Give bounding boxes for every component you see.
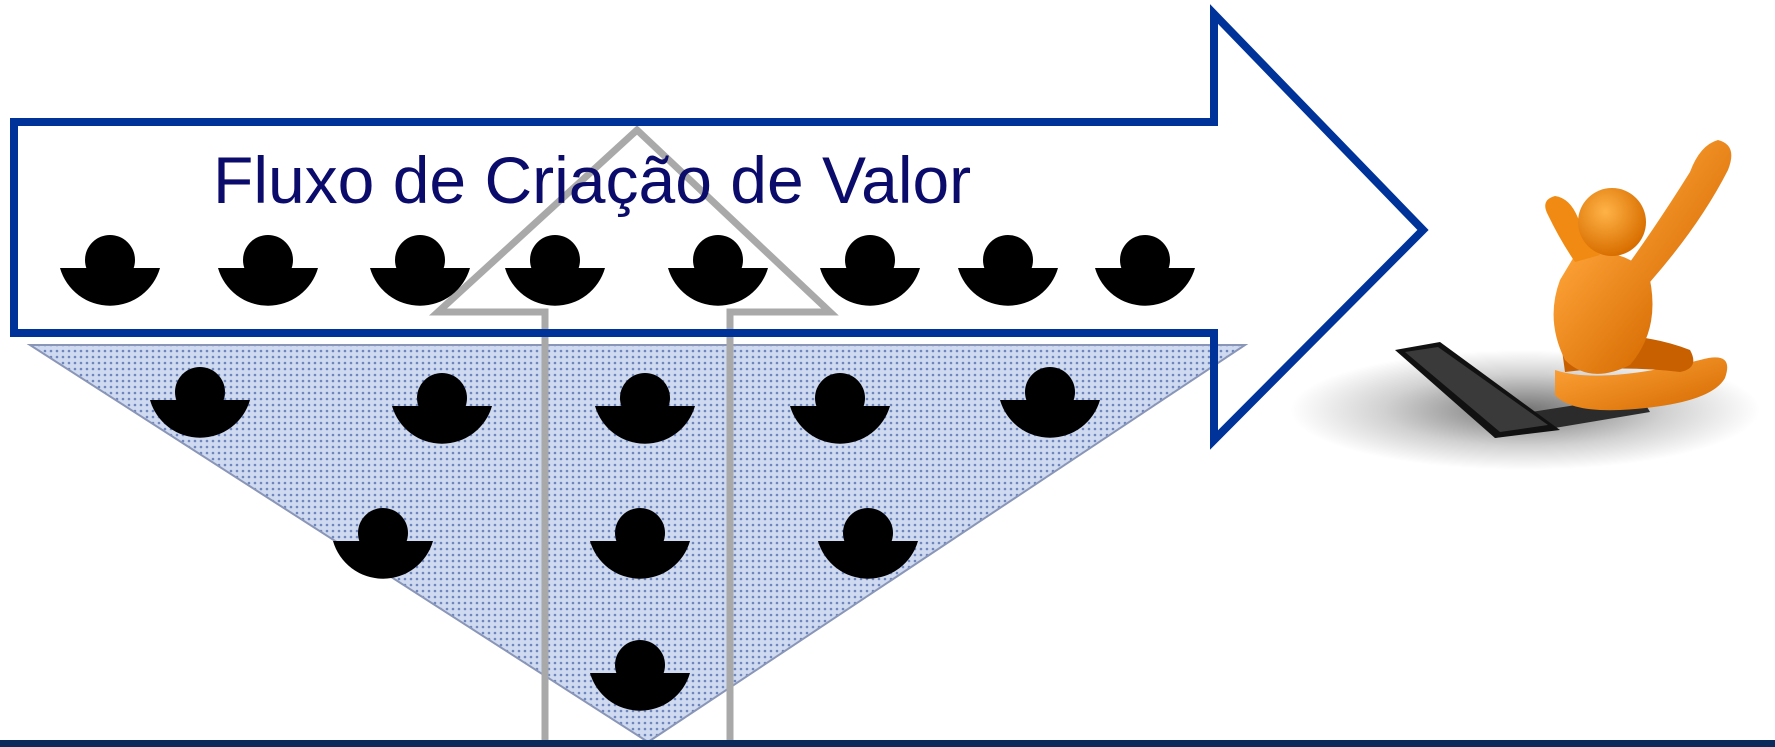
person-symbol-icon bbox=[218, 235, 318, 306]
arrow-title: Fluxo de Criação de Valor bbox=[213, 143, 971, 217]
bottom-bar bbox=[0, 740, 1775, 747]
person-symbol-icon bbox=[505, 235, 605, 306]
person-symbol-icon bbox=[958, 235, 1058, 306]
person-symbol-icon bbox=[60, 235, 160, 306]
person-symbol-icon bbox=[820, 235, 920, 306]
upward-arrow-outline bbox=[428, 125, 839, 745]
right-arrow bbox=[10, 4, 1429, 450]
person-symbol-icon bbox=[668, 235, 768, 306]
person-symbol-icon bbox=[1095, 235, 1195, 306]
seated-figure-with-laptop-icon bbox=[1290, 140, 1760, 470]
